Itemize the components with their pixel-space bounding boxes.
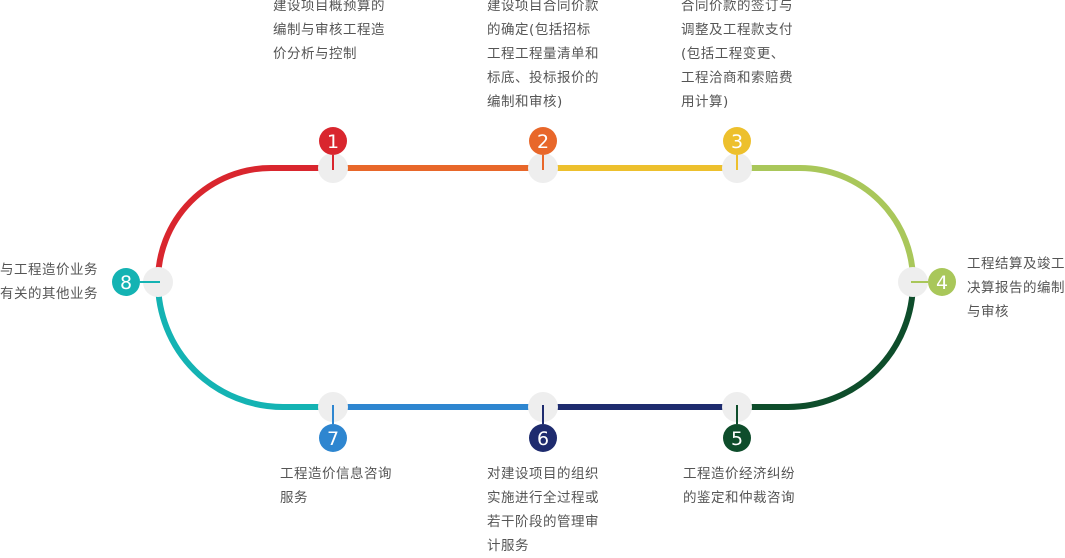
step-badge-2: 2 (529, 127, 557, 155)
track-segment-4 (737, 165, 917, 283)
track-nodes (143, 153, 928, 422)
svg-text:4: 4 (936, 272, 948, 294)
track-segment-5 (737, 281, 916, 410)
svg-text:3: 3 (731, 131, 743, 153)
svg-text:7: 7 (327, 428, 339, 450)
track-segment-1 (154, 165, 333, 283)
step-badge-4: 4 (928, 268, 956, 296)
step-label-4: 工程结算及竣工 决算报告的编制 与审核 (967, 256, 1065, 320)
step-label-8: 与工程造价业务 有关的其他业务 (0, 262, 98, 302)
step-badge-6: 6 (529, 424, 557, 452)
connectors (140, 155, 928, 424)
step-label-3: 合同价款的签订与 调整及工程款支付 (包括工程变更、 工程洽商和索赔费 用计算) (681, 0, 793, 110)
step-badge-8: 8 (112, 268, 140, 296)
step-label-6: 对建设项目的组织 实施进行全过程或 若干阶段的管理审 计服务 (487, 466, 599, 554)
svg-text:6: 6 (537, 428, 549, 450)
step-label-5: 工程造价经济纠纷 的鉴定和仲裁咨询 (683, 466, 795, 506)
step-label-2: 建设项目合同价款 的确定(包括招标 工程工程量清单和 标底、投标报价的 编制和审… (487, 0, 599, 110)
step-badge-7: 7 (319, 424, 347, 452)
svg-text:5: 5 (731, 428, 743, 450)
svg-text:1: 1 (327, 131, 339, 153)
step-label-7: 工程造价信息咨询 服务 (280, 466, 392, 506)
step-badge-1: 1 (319, 127, 347, 155)
step-badge-5: 5 (723, 424, 751, 452)
svg-text:8: 8 (120, 272, 132, 294)
step-badge-3: 3 (723, 127, 751, 155)
step-label-1: 建设项目概预算的 编制与审核工程造 价分析与控制 (273, 0, 385, 62)
track (154, 165, 917, 410)
track-segment-8 (155, 281, 333, 410)
svg-text:2: 2 (537, 131, 549, 153)
